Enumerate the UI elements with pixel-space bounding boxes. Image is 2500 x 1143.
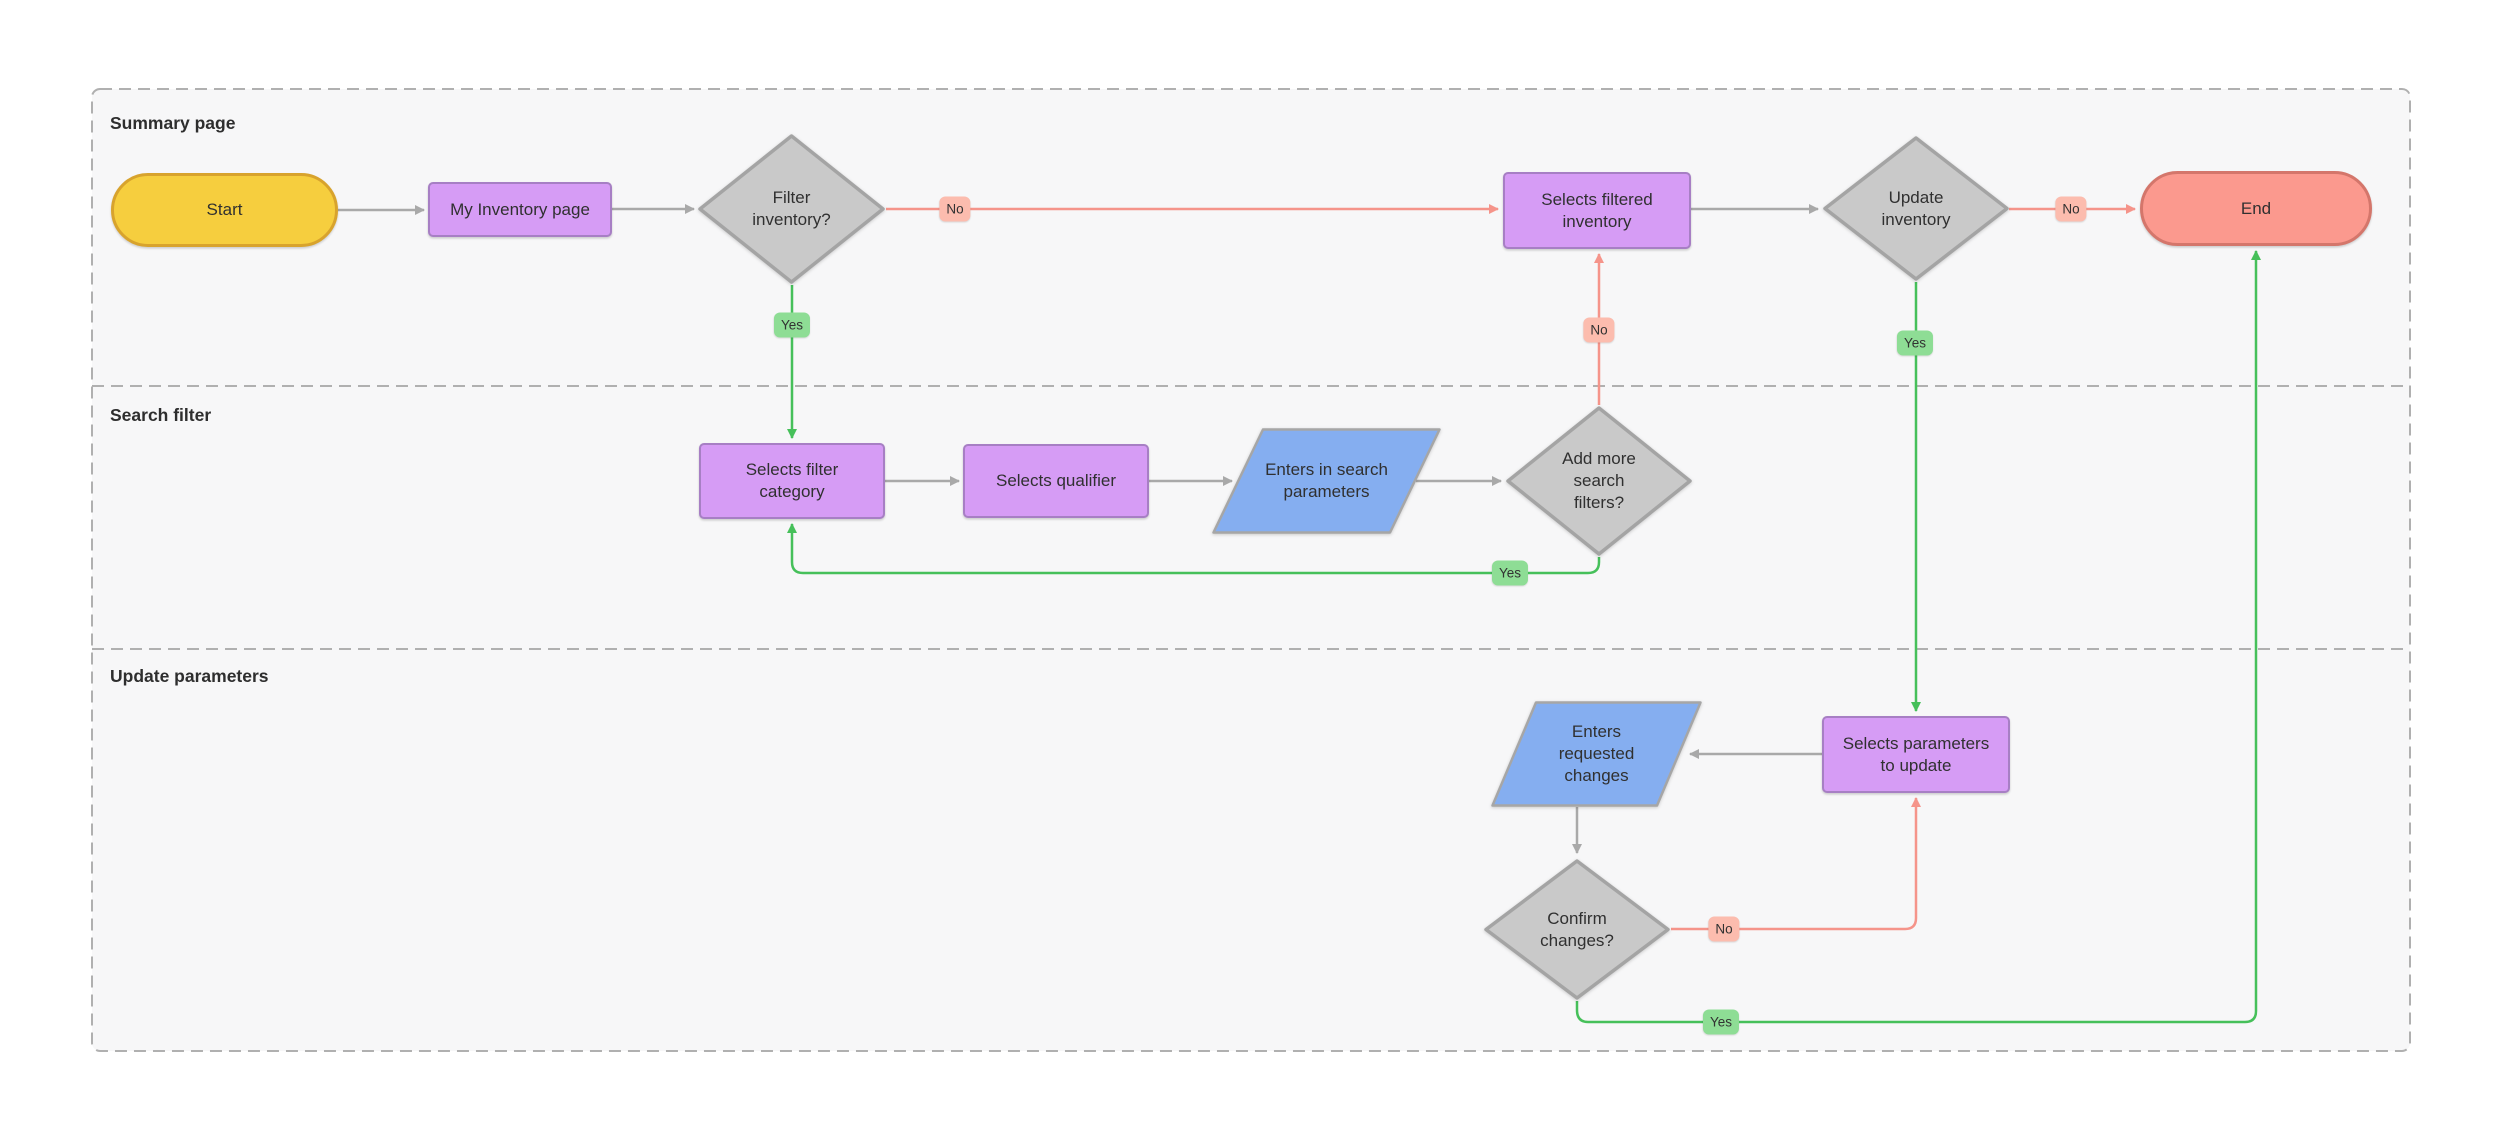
edge-confirm-changes-no[interactable] (1671, 797, 1921, 931)
edge-add-more-yes-loop[interactable] (787, 523, 1601, 575)
node-my-inventory-page[interactable]: My Inventory page (428, 182, 612, 237)
decision-diamond-shape (1506, 406, 1692, 556)
node-start-label: Start (206, 200, 243, 220)
node-selects-qualifier[interactable]: Selects qualifier (963, 444, 1149, 518)
node-selects-filter-category-label: Selects filter category (745, 460, 839, 501)
node-my-inventory-page-label: My Inventory page (450, 199, 590, 219)
node-filter-inventory[interactable]: Filter inventory? (698, 134, 885, 284)
decision-diamond-shape (698, 134, 885, 284)
edge-label-confirm-changes-no[interactable]: No (1708, 916, 1740, 942)
decision-diamond-shape (1823, 136, 2009, 281)
node-enters-requested-changes[interactable]: Enters requested changes (1491, 701, 1702, 807)
node-selects-parameters-to-update-label: Selects parameters to update (1842, 733, 1990, 775)
node-enters-in-search-parameters[interactable]: Enters in search parameters (1212, 428, 1441, 534)
lane-label-update-parameters: Update parameters (110, 666, 269, 686)
node-start[interactable]: Start (111, 173, 338, 247)
input-parallelogram-shape (1491, 701, 1702, 807)
node-selects-filter-category[interactable]: Selects filter category (699, 443, 885, 519)
node-end[interactable]: End (2140, 171, 2372, 246)
decision-diamond-shape (1484, 859, 1670, 1000)
edge-confirm-changes-yes[interactable] (1575, 250, 2261, 1024)
edge-label-confirm-changes-yes[interactable]: Yes (1702, 1009, 1740, 1035)
node-enters-in-search-parameters-label: Enters in search parameters (1265, 460, 1388, 501)
edge-label-filter-inventory-no[interactable]: No (939, 196, 971, 222)
lane-label-summary-page: Summary page (110, 113, 236, 133)
node-enters-requested-changes-label: Enters requested changes (1558, 722, 1635, 785)
node-confirm-changes[interactable]: Confirm changes? (1484, 859, 1670, 1000)
edge-label-add-more-yes[interactable]: Yes (1491, 560, 1529, 586)
node-selects-filtered-inventory-label: Selects filtered inventory (1541, 189, 1653, 231)
node-selects-filtered-inventory[interactable]: Selects filtered inventory (1503, 172, 1691, 249)
node-update-inventory[interactable]: Update inventory (1823, 136, 2009, 281)
node-confirm-changes-label: Confirm changes? (1540, 908, 1614, 950)
lane-label-search-filter: Search filter (110, 405, 212, 425)
node-selects-parameters-to-update[interactable]: Selects parameters to update (1822, 716, 2010, 793)
node-add-more-search-filters[interactable]: Add more search filters? (1506, 406, 1692, 556)
edge-label-filter-inventory-yes[interactable]: Yes (773, 312, 811, 338)
swimlane-container (91, 88, 2411, 1052)
edge-label-update-inventory-no[interactable]: No (2055, 196, 2087, 222)
node-update-inventory-label: Update inventory (1881, 187, 1951, 229)
node-selects-qualifier-label: Selects qualifier (995, 471, 1116, 491)
edge-label-add-more-no[interactable]: No (1583, 317, 1615, 343)
input-parallelogram-shape (1212, 428, 1441, 534)
node-add-more-search-filters-label: Add more search filters? (1562, 449, 1636, 512)
node-filter-inventory-label: Filter inventory? (752, 188, 831, 229)
edge-label-update-inventory-yes[interactable]: Yes (1896, 330, 1934, 356)
node-end-label: End (2240, 198, 2272, 218)
